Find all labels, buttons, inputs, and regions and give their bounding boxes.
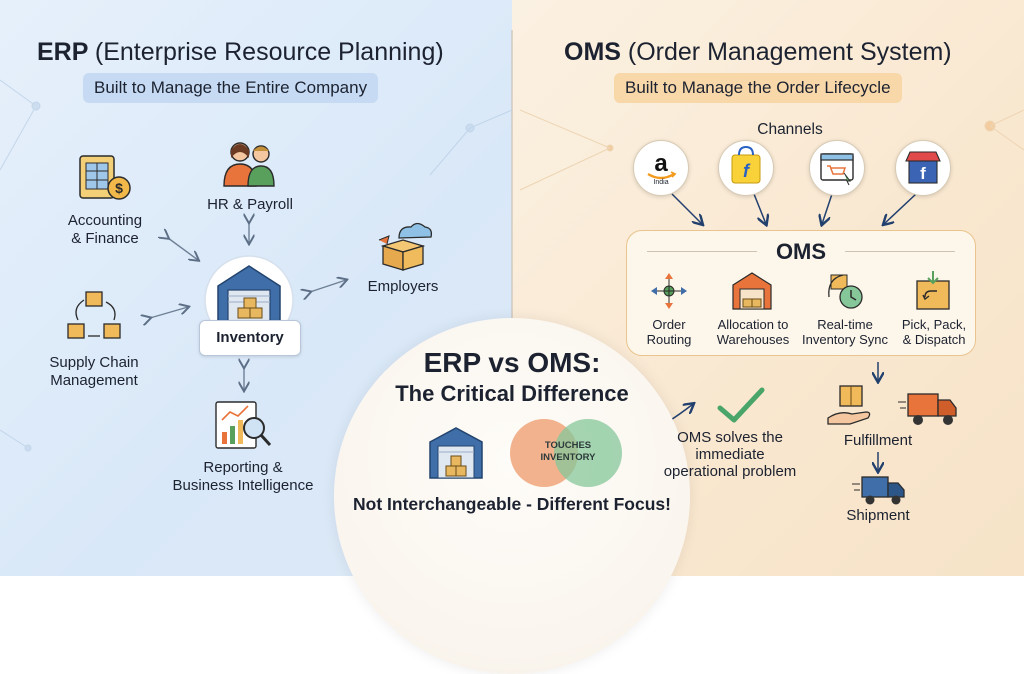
- erp-subtitle-badge: Built to Manage the Entire Company: [83, 73, 379, 103]
- panel-divider: [511, 30, 513, 320]
- pick-pack-dispatch-icon: [916, 271, 950, 310]
- browser-cart-icon: [820, 153, 854, 186]
- oms-title-rule-right: [845, 251, 955, 252]
- comparison-footer: Not Interchangeable - Different Focus!: [353, 494, 671, 514]
- accounting-finance-label: Accounting & Finance: [67, 212, 143, 247]
- reporting-bi-label: Reporting & Business Intelligence: [172, 459, 314, 494]
- flipkart-bag-icon: f: [731, 145, 761, 184]
- oms-title: OMS (Order Management System): [564, 38, 952, 66]
- hr-payroll-label: HR & Payroll: [207, 196, 293, 213]
- supply-chain-cycle-icon: [67, 291, 121, 339]
- hr-people-icon: [223, 142, 275, 187]
- channels-label: Channels: [757, 121, 823, 138]
- comparison-title: ERP vs OMS:: [423, 347, 601, 378]
- checkmark-icon: [717, 387, 765, 423]
- center-warehouse-icon: [429, 427, 483, 479]
- channel-facebook-shop[interactable]: f: [895, 140, 951, 196]
- supply-chain-label: Supply Chain Management: [49, 354, 139, 389]
- inventory-sync-label: Real-time Inventory Sync: [802, 317, 888, 347]
- oms-box-title: OMS: [775, 239, 827, 264]
- fulfillment-label: Fulfillment: [843, 432, 913, 449]
- allocation-warehouse-icon: [732, 272, 772, 310]
- accounting-ledger-icon: $: [79, 155, 131, 200]
- fulfillment-hand-box-icon: [827, 385, 871, 425]
- oms-subtitle-badge: Built to Manage the Order Lifecycle: [614, 73, 902, 103]
- order-routing-label: Order Routing: [646, 317, 692, 347]
- svg-text:f: f: [920, 164, 926, 183]
- employers-box-cloud-icon: [378, 222, 433, 271]
- svg-text:$: $: [115, 180, 123, 196]
- oms-module-panel: OMS Order Routing Allocation to Warehous…: [626, 230, 976, 356]
- venn-diagram-icon: [510, 419, 622, 487]
- facebook-shop-icon: f: [905, 151, 941, 184]
- pick-pack-label: Pick, Pack, & Dispatch: [901, 317, 967, 347]
- inventory-sync-icon: [828, 274, 863, 309]
- erp-title: ERP (Enterprise Resource Planning): [37, 38, 444, 66]
- shipment-label: Shipment: [846, 507, 910, 524]
- delivery-truck-orange-icon: [898, 393, 957, 425]
- order-routing-icon: [651, 273, 687, 309]
- channel-flipkart[interactable]: f: [718, 140, 774, 196]
- oms-solves-note: OMS solves the immediate operational pro…: [663, 429, 797, 480]
- allocation-label: Allocation to Warehouses: [716, 317, 790, 347]
- channel-web-store[interactable]: [809, 140, 865, 196]
- oms-title-rule-left: [647, 251, 757, 252]
- amazon-logo-icon: a: [647, 150, 677, 180]
- comparison-subtitle: The Critical Difference: [395, 381, 629, 406]
- reporting-chart-magnifier-icon: [215, 401, 272, 449]
- channel-amazon[interactable]: a India: [633, 140, 689, 196]
- svg-text:a: a: [654, 150, 668, 177]
- shipment-truck-blue-icon: [852, 476, 905, 505]
- employers-label: Employers: [367, 278, 439, 295]
- connector-layer: [0, 79, 1024, 576]
- venn-overlap-label: TOUCHES INVENTORY: [540, 440, 596, 463]
- svg-text:f: f: [743, 161, 751, 181]
- amazon-region-label: India: [653, 179, 669, 186]
- inventory-hub-label: Inventory: [199, 320, 301, 356]
